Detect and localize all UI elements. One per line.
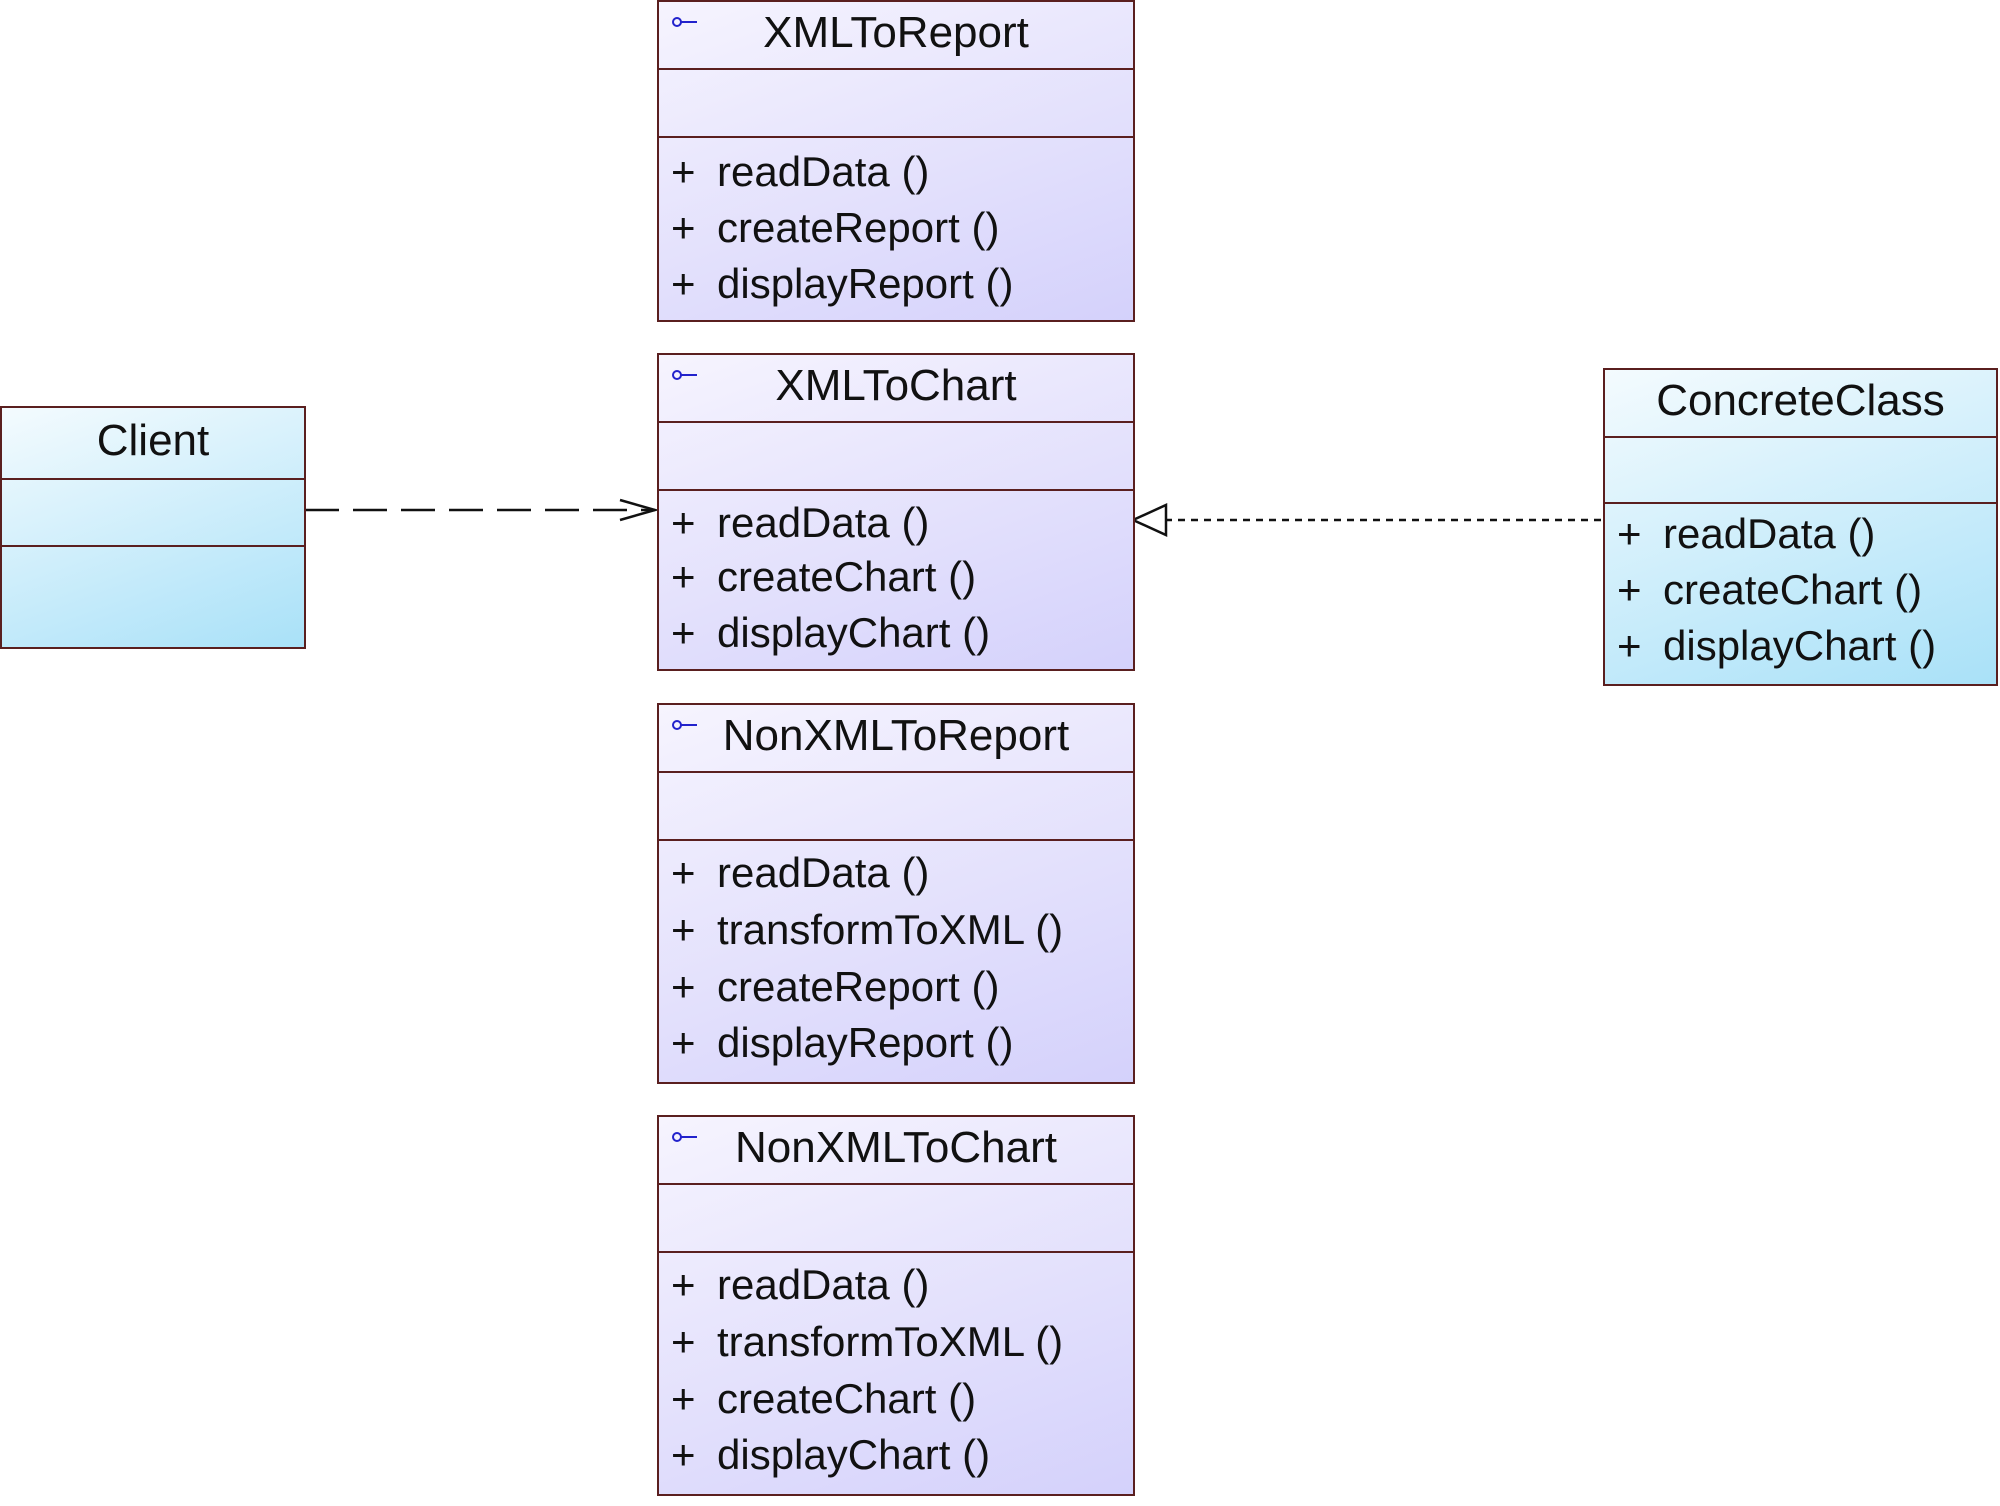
operation: +displayChart ()	[671, 1431, 991, 1478]
interface-non-xml-to-chart[interactable]: NonXMLToChart +readData () +transformToX…	[657, 1115, 1135, 1496]
operation: +createReport ()	[671, 963, 1000, 1010]
operation: +displayReport ()	[671, 260, 1014, 307]
operations-compartment: +readData () +createChart () +displayCha…	[659, 491, 1133, 669]
operation: +readData ()	[1617, 510, 1876, 557]
class-name-compartment: XMLToReport	[659, 2, 1133, 70]
class-client[interactable]: Client	[0, 406, 306, 649]
interface-non-xml-to-report[interactable]: NonXMLToReport +readData () +transformTo…	[657, 703, 1135, 1084]
class-concrete-class[interactable]: ConcreteClass +readData () +createChart …	[1603, 368, 1998, 686]
attributes-compartment	[659, 773, 1133, 841]
operation: +transformToXML ()	[671, 906, 1064, 953]
class-name: Client	[96, 416, 210, 465]
interface-xml-to-report[interactable]: XMLToReport +readData () +createReport (…	[657, 0, 1135, 322]
operation: +createChart ()	[671, 1375, 977, 1422]
operation: +readData ()	[671, 148, 930, 195]
attributes-compartment	[1605, 438, 1996, 504]
operations-compartment: +readData () +transformToXML () +createR…	[659, 841, 1133, 1082]
dependency-arrowhead	[619, 498, 660, 522]
operation: +transformToXML ()	[671, 1318, 1064, 1365]
interface-lollipop-icon	[672, 17, 697, 27]
attributes-compartment	[2, 480, 304, 547]
attributes-compartment	[659, 70, 1133, 138]
class-name: XMLToReport	[763, 8, 1029, 57]
operations-compartment: +readData () +transformToXML () +createC…	[659, 1253, 1133, 1494]
operation: +createReport ()	[671, 204, 1000, 251]
interface-lollipop-icon	[672, 720, 697, 730]
class-name: NonXMLToReport	[722, 711, 1070, 760]
operation: +displayChart ()	[1617, 622, 1937, 669]
realization-arrowhead	[1129, 503, 1168, 537]
class-name-compartment: NonXMLToReport	[659, 705, 1133, 773]
operation: +createChart ()	[1617, 566, 1923, 613]
interface-lollipop-icon	[672, 1132, 697, 1142]
class-name-compartment: ConcreteClass	[1605, 370, 1996, 438]
operation: +createChart ()	[671, 553, 977, 600]
attributes-compartment	[659, 423, 1133, 491]
operations-compartment	[2, 547, 304, 647]
class-name-compartment: Client	[2, 408, 304, 480]
class-name: NonXMLToChart	[735, 1123, 1057, 1172]
interface-lollipop-icon	[672, 370, 697, 380]
operation: +readData ()	[671, 499, 930, 546]
operation: +displayReport ()	[671, 1019, 1014, 1066]
class-name-compartment: NonXMLToChart	[659, 1117, 1133, 1185]
class-name: XMLToChart	[775, 361, 1017, 410]
operation: +displayChart ()	[671, 609, 991, 656]
class-name-compartment: XMLToChart	[659, 355, 1133, 423]
operation: +readData ()	[671, 849, 930, 896]
operations-compartment: +readData () +createReport () +displayRe…	[659, 138, 1133, 320]
class-name: ConcreteClass	[1656, 376, 1945, 425]
attributes-compartment	[659, 1185, 1133, 1253]
interface-xml-to-chart[interactable]: XMLToChart +readData () +createChart () …	[657, 353, 1135, 671]
operations-compartment: +readData () +createChart () +displayCha…	[1605, 504, 1996, 684]
operation: +readData ()	[671, 1261, 930, 1308]
